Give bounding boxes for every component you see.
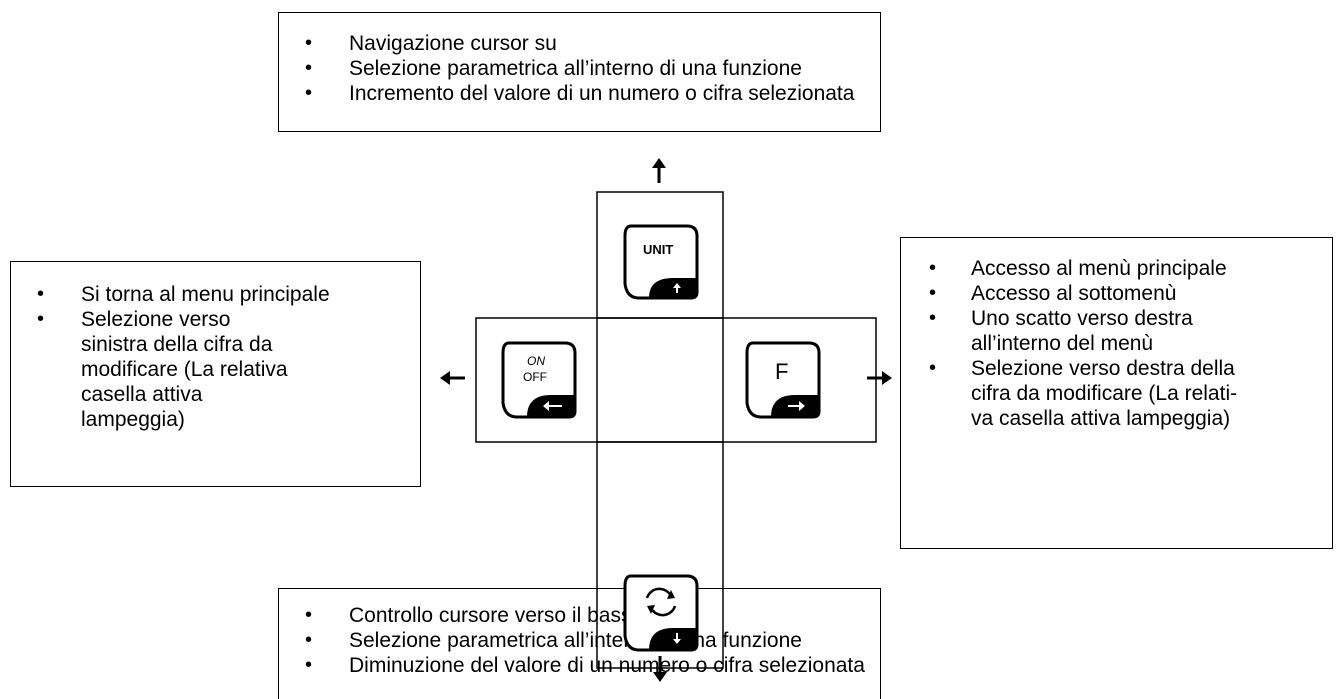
arrow-right-icon <box>867 371 892 385</box>
top-description-list: Navigazione cursor su Selezione parametr… <box>279 13 880 106</box>
list-item: Selezione parametrica all’interno di una… <box>305 628 880 653</box>
arrow-up-icon <box>673 283 681 288</box>
list-item: Incremento del valore di un numero o cif… <box>305 81 880 106</box>
list-item: Selezione verso destra della cifra da mo… <box>929 356 1251 431</box>
right-description-list: Accesso al menù principale Accesso al so… <box>901 238 1332 431</box>
on-off-key[interactable]: ON OFF <box>499 339 579 421</box>
unit-key[interactable]: UNIT <box>621 222 701 302</box>
off-key-label: OFF <box>523 370 547 384</box>
bottom-description-list: Controllo cursore verso il basso Selezio… <box>279 589 880 678</box>
refresh-icon <box>645 587 677 617</box>
list-item: Diminuzione del valore di un numero o ci… <box>305 653 880 678</box>
refresh-key-shape <box>623 574 699 652</box>
arrow-down-icon <box>653 656 667 682</box>
list-item: Si torna al menu principale <box>37 282 420 307</box>
unit-key-shape: UNIT <box>623 224 699 300</box>
arrow-up-icon <box>652 158 666 183</box>
arrow-right-icon <box>799 401 805 411</box>
f-key-shape: F <box>745 341 821 419</box>
refresh-key[interactable] <box>621 572 701 654</box>
right-description-box: Accesso al menù principale Accesso al so… <box>900 237 1333 549</box>
arrow-left-icon <box>543 401 549 411</box>
f-key-label: F <box>775 359 788 384</box>
on-off-key-shape: ON OFF <box>501 341 577 419</box>
list-item: Uno scatto verso destra all’interno del … <box>929 306 1221 356</box>
unit-key-label: UNIT <box>643 242 673 257</box>
list-item: Navigazione cursor su <box>305 31 880 56</box>
bottom-description-box: Controllo cursore verso il basso Selezio… <box>278 588 881 699</box>
left-description-list: Si torna al menu principale Selezione ve… <box>11 262 420 432</box>
top-description-box: Navigazione cursor su Selezione parametr… <box>278 12 881 132</box>
list-item: Accesso al menù principale <box>929 256 1332 281</box>
left-description-box: Si torna al menu principale Selezione ve… <box>10 261 421 487</box>
arrow-left-icon <box>440 371 465 385</box>
list-item: Selezione parametrica all’interno di una… <box>305 56 880 81</box>
list-item: Selezione verso sinistra della cifra da … <box>37 307 301 432</box>
list-item: Controllo cursore verso il basso <box>305 603 880 628</box>
on-key-label: ON <box>527 354 545 368</box>
list-item: Accesso al sottomenù <box>929 281 1332 306</box>
arrow-down-icon <box>673 639 681 644</box>
f-key[interactable]: F <box>743 339 823 421</box>
